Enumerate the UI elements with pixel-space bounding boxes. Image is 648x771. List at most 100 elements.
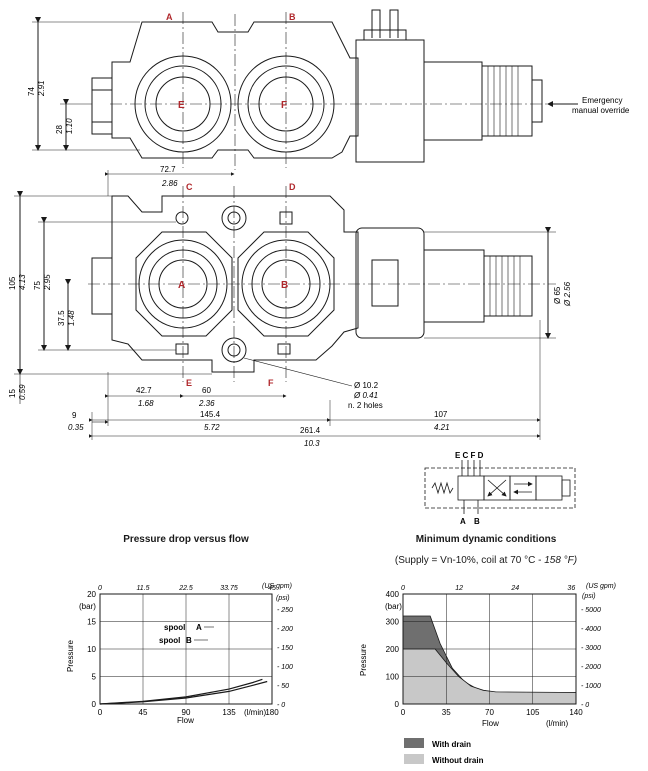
holes-mm: Ø 10.2 — [354, 381, 379, 390]
dim-105-mm: 105 — [8, 276, 17, 290]
left-right-tick: - 200 — [277, 626, 293, 633]
left-right-tick: - 0 — [277, 702, 285, 709]
dim-65-in: Ø 2.56 — [563, 281, 572, 307]
right-x-unit: (l/min) — [546, 719, 569, 728]
holes-note: n. 2 holes — [348, 401, 383, 410]
dim-60-in: 2.36 — [198, 399, 215, 408]
left-x-label: Flow — [177, 716, 194, 725]
front-view-labels: C D A B E F 72.7 2.86 105 4.13 75 2.95 3… — [8, 165, 572, 448]
callout-line1: Emergency — [582, 96, 622, 105]
left-ytick: 15 — [87, 618, 96, 627]
right-chart-subtitle: (Supply = Vn-10%, coil at 70 °C - 158 °F… — [360, 555, 612, 566]
dim-75-in: 2.95 — [43, 274, 52, 291]
right-y-unit: (bar) — [385, 602, 402, 611]
right-top-tick: 36 — [567, 585, 575, 592]
dim-37-5-mm: 37.5 — [57, 310, 66, 326]
symbol-top-labels: E C F D — [455, 451, 484, 460]
right-top-tick: 12 — [455, 585, 463, 592]
dim-37-5-in: 1.48 — [67, 310, 76, 326]
dim-145-4-in: 5.72 — [204, 423, 220, 432]
right-ytick: 100 — [386, 673, 400, 682]
left-right-tick: - 250 — [277, 607, 293, 614]
left-boss — [91, 77, 113, 135]
left-series — [99, 678, 268, 705]
label-b: B — [281, 280, 288, 291]
subtitle-italic: 158 °F) — [544, 555, 578, 566]
left-x-unit: (l/min) — [244, 708, 267, 717]
label-top-a: A — [166, 12, 173, 22]
spool-a-letter: A — [196, 623, 202, 632]
spool-b-label: spool — [159, 636, 180, 645]
port-a-octagon — [135, 231, 233, 337]
legend-with-drain-swatch — [404, 738, 424, 748]
left-y-unit: (bar) — [79, 602, 96, 611]
right-xtick: 105 — [526, 708, 540, 717]
spool-b-letter: B — [186, 636, 192, 645]
subtitle-plain: (Supply = Vn-10%, coil at 70 °C - — [394, 555, 545, 566]
right-xtick: 0 — [401, 708, 406, 717]
left-top-tick: 0 — [98, 585, 102, 592]
dim-74-mm: 74 — [27, 87, 36, 96]
top-view — [32, 9, 578, 170]
right-right-tick: - 4000 — [581, 626, 601, 633]
label-top-e: E — [178, 100, 185, 111]
left-chart-title: Pressure drop versus flow — [123, 534, 249, 545]
left-top-tick: 33.75 — [220, 585, 238, 592]
right-right-unit: (psi) — [582, 593, 596, 600]
dim-42-7-in: 1.68 — [138, 399, 154, 408]
right-right-tick: - 2000 — [581, 664, 601, 671]
label-f: F — [268, 378, 274, 388]
left-y-label: Pressure — [66, 639, 75, 672]
dim-60-mm: 60 — [202, 386, 211, 395]
callout-line2: manual override — [572, 106, 630, 115]
left-xtick: 45 — [139, 708, 148, 717]
left-ytick: 20 — [87, 590, 96, 599]
dim-107-in: 4.21 — [434, 423, 450, 432]
right-right-tick: - 0 — [581, 702, 589, 709]
left-xtick: 135 — [222, 708, 236, 717]
left-series-b — [99, 680, 268, 705]
right-ytick: 400 — [386, 590, 400, 599]
front-view — [14, 170, 556, 440]
left-grid — [99, 593, 273, 705]
dim-105-in: 4.13 — [18, 274, 27, 290]
dim-261-4-mm: 261.4 — [300, 426, 321, 435]
right-xtick: 35 — [442, 708, 451, 717]
right-xtick: 70 — [485, 708, 494, 717]
dim-72-7-in: 2.86 — [161, 179, 178, 188]
front-view-body — [111, 195, 359, 373]
label-d: D — [289, 182, 296, 192]
top-view-labels: A B E F 74 2.91 28 1.10 Emergency manual… — [27, 12, 630, 134]
right-grid — [402, 593, 577, 705]
left-right-unit: (psi) — [276, 595, 290, 602]
holes-in: Ø 0.41 — [353, 391, 378, 400]
label-e: E — [186, 378, 192, 388]
right-ytick: 300 — [386, 618, 400, 627]
right-x-label: Flow — [482, 719, 499, 728]
hydraulic-symbol — [424, 460, 576, 514]
left-ytick: 5 — [92, 673, 97, 682]
dim-261-4-in: 10.3 — [304, 439, 320, 448]
dim-74-in: 2.91 — [37, 80, 46, 97]
dim-9-in: 0.35 — [68, 423, 84, 432]
legend-without-drain-swatch — [404, 754, 424, 764]
dim-15-mm: 15 — [8, 389, 17, 398]
dim-42-7-mm: 42.7 — [136, 386, 152, 395]
right-right-tick: - 3000 — [581, 645, 601, 652]
label-top-f: F — [281, 100, 287, 111]
right-ytick: 0 — [395, 700, 400, 709]
right-chart-title: Minimum dynamic conditions — [415, 534, 557, 545]
left-boss-front — [91, 257, 113, 315]
dim-9-mm: 9 — [72, 411, 77, 420]
right-top-unit: (US gpm) — [586, 583, 616, 590]
right-right-tick: - 5000 — [581, 607, 601, 614]
right-y-label: Pressure — [359, 643, 368, 676]
dim-65-mm: Ø 65 — [553, 286, 562, 304]
dim-145-4-mm: 145.4 — [200, 410, 221, 419]
left-series-a — [99, 678, 263, 705]
left-top-tick: 11.5 — [136, 585, 149, 592]
coil-front — [355, 227, 425, 339]
